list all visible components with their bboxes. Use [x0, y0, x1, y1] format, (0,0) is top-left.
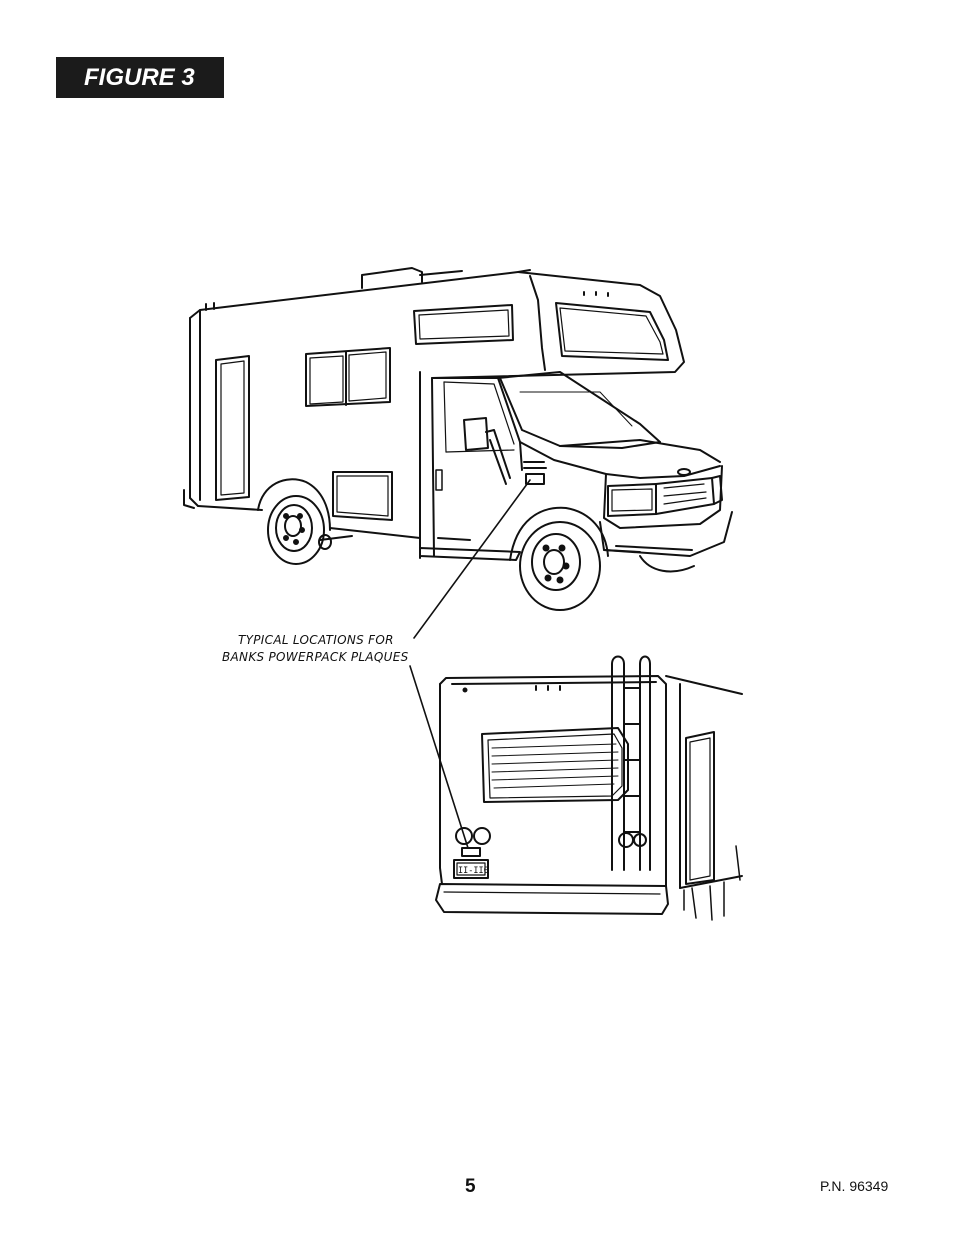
- figure-label: FIGURE 3: [56, 57, 224, 98]
- part-number: P.N. 96349: [820, 1178, 889, 1194]
- callout-line-1: TYPICAL LOCATIONS FOR: [238, 633, 394, 647]
- license-plate-text: II-II0: [458, 866, 489, 876]
- callout-leader-lines: [409, 479, 531, 849]
- motorhome-rear-three-quarter-icon: II-II0: [435, 655, 743, 921]
- plaque-callout: TYPICAL LOCATIONS FOR BANKS POWERPACK PL…: [222, 633, 409, 664]
- page-number: 5: [465, 1176, 476, 1197]
- callout-line-2: BANKS POWERPACK PLAQUES: [222, 650, 409, 664]
- motorhome-front-three-quarter-icon: [183, 267, 733, 611]
